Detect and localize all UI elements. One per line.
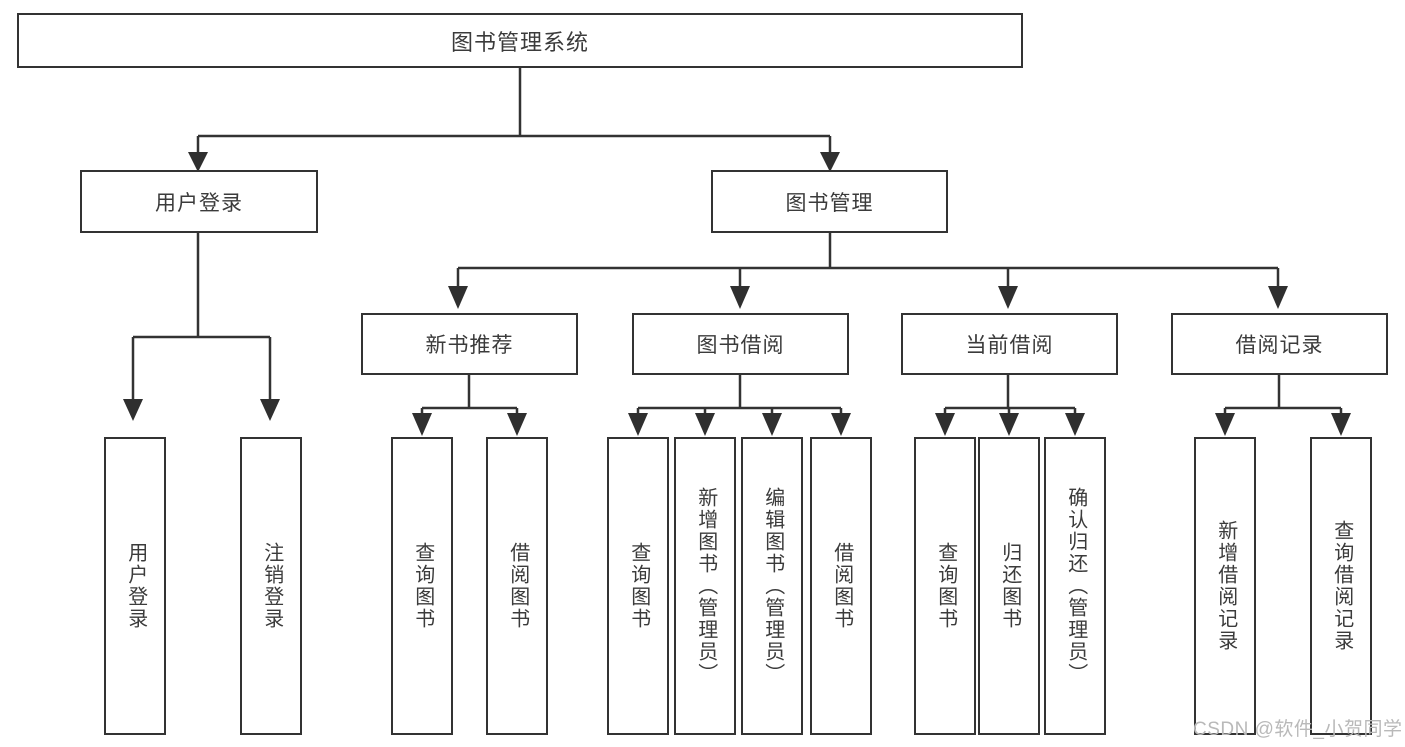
node-label: 当前借阅 <box>965 334 1054 357</box>
leaf-label: 新增借阅记录 <box>1214 520 1237 652</box>
node-user-login[interactable]: 用户登录 <box>80 170 318 233</box>
leaf-label: 新增图书（管理员） <box>694 487 717 685</box>
leaf-label: 借阅图书 <box>506 542 529 630</box>
leaf-new-book-query-book[interactable]: 查询图书 <box>391 437 453 735</box>
leaf-current-borrow-query-book[interactable]: 查询图书 <box>914 437 976 735</box>
leaf-label: 查询图书 <box>934 542 957 630</box>
leaf-label: 查询图书 <box>627 542 650 630</box>
leaf-new-book-borrow-book[interactable]: 借阅图书 <box>486 437 548 735</box>
leaf-borrow-record-query-record[interactable]: 查询借阅记录 <box>1310 437 1372 735</box>
csdn-watermark: CSDN @软件_小贺同学 <box>1193 714 1402 741</box>
leaf-label: 注销登录 <box>260 542 283 630</box>
leaf-book-borrow-query-book[interactable]: 查询图书 <box>607 437 669 735</box>
node-label: 借阅记录 <box>1235 334 1324 357</box>
leaf-book-borrow-edit-book-admin[interactable]: 编辑图书（管理员） <box>741 437 803 735</box>
node-borrow-record[interactable]: 借阅记录 <box>1171 313 1388 375</box>
leaf-label: 归还图书 <box>998 542 1021 630</box>
leaf-current-borrow-return-book[interactable]: 归还图书 <box>978 437 1040 735</box>
leaf-label: 编辑图书（管理员） <box>761 487 784 685</box>
leaf-current-borrow-confirm-return-admin[interactable]: 确认归还（管理员） <box>1044 437 1106 735</box>
node-label: 新书推荐 <box>425 334 514 357</box>
node-label: 图书借阅 <box>696 334 785 357</box>
leaf-book-borrow-add-book-admin[interactable]: 新增图书（管理员） <box>674 437 736 735</box>
node-current-borrow[interactable]: 当前借阅 <box>901 313 1118 375</box>
leaf-label: 借阅图书 <box>830 542 853 630</box>
leaf-book-borrow-borrow-book[interactable]: 借阅图书 <box>810 437 872 735</box>
leaf-label: 确认归还（管理员） <box>1064 487 1087 685</box>
node-label: 图书管理系统 <box>450 29 589 55</box>
leaf-label: 查询图书 <box>411 542 434 630</box>
node-label: 图书管理 <box>785 191 874 215</box>
node-label: 用户登录 <box>155 191 243 215</box>
leaf-user-login-login[interactable]: 用户登录 <box>104 437 166 735</box>
watermark-text: CSDN @软件_小贺同学 <box>1193 719 1403 740</box>
node-root-book-management-system[interactable]: 图书管理系统 <box>17 13 1023 68</box>
node-book-management[interactable]: 图书管理 <box>711 170 948 233</box>
node-book-borrow[interactable]: 图书借阅 <box>632 313 849 375</box>
leaf-label: 用户登录 <box>124 542 147 630</box>
node-new-book-recommend[interactable]: 新书推荐 <box>361 313 578 375</box>
leaf-borrow-record-add-record[interactable]: 新增借阅记录 <box>1194 437 1256 735</box>
leaf-label: 查询借阅记录 <box>1330 520 1353 652</box>
leaf-user-login-logout[interactable]: 注销登录 <box>240 437 302 735</box>
